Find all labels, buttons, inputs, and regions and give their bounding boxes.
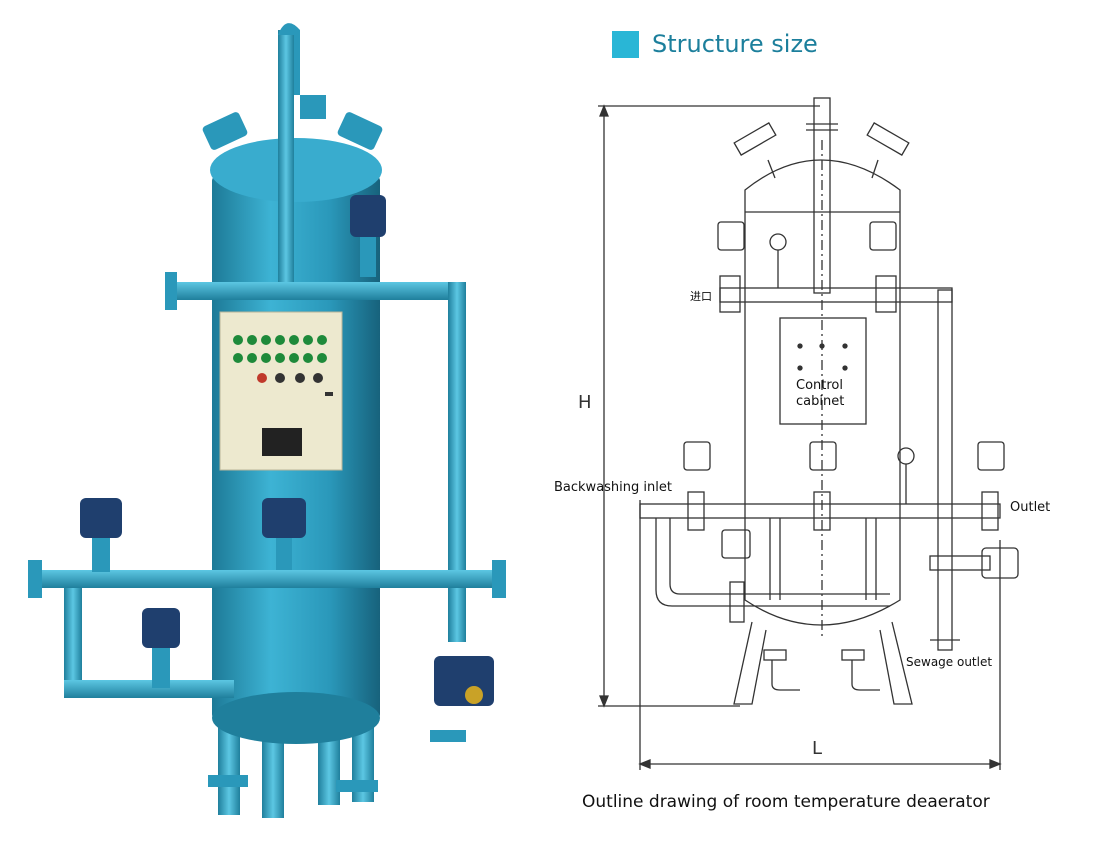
control-cabinet-label-line1: Control <box>796 378 843 393</box>
length-dimension-label: L <box>812 738 823 759</box>
control-panel <box>219 311 343 471</box>
middle-valve-outlines <box>683 441 1005 504</box>
top-nozzle-outlines <box>733 122 910 179</box>
control-cabinet-outline <box>779 317 867 425</box>
inlet-label: 进口 <box>690 290 712 303</box>
sewage-outlet-label: Sewage outlet <box>906 655 993 669</box>
distribution-tubes <box>769 518 877 600</box>
outline-drawing <box>598 97 1019 770</box>
heading-square-icon <box>612 30 639 58</box>
right-bottom-actuator-valve <box>430 656 494 742</box>
tank-shell <box>744 140 901 640</box>
dimension-height <box>598 104 820 708</box>
height-dimension-label: H <box>578 392 592 413</box>
vent-pipe <box>278 23 300 290</box>
lower-header-pipe <box>28 560 506 698</box>
backwashing-inlet-label: Backwashing inlet <box>554 480 672 495</box>
left-actuator-valves <box>80 498 180 688</box>
drawing-caption: Outline drawing of room temperature deae… <box>582 792 990 812</box>
control-cabinet-label-line2: cabinet <box>796 394 845 409</box>
lower-bypass-outline <box>655 518 890 623</box>
dimension-length <box>638 500 1002 770</box>
upper-header-pipe <box>165 272 466 642</box>
equipment-photo <box>28 23 506 818</box>
top-valve-outlines <box>717 221 897 288</box>
outlet-label: Outlet <box>1010 500 1051 515</box>
middle-pipe-outline <box>639 491 1001 531</box>
vent-pipe-outline <box>806 97 838 294</box>
heading-text: Structure size <box>652 30 818 58</box>
top-pipe-outline <box>719 275 953 651</box>
leg-outlines <box>733 621 960 705</box>
top-nozzles <box>202 95 383 150</box>
section-heading: Structure size <box>612 30 818 58</box>
top-actuator-valve <box>350 195 386 277</box>
sewage-valve-outline <box>929 547 1019 579</box>
middle-actuator-valve <box>262 498 306 578</box>
panel-buttons <box>233 335 327 383</box>
